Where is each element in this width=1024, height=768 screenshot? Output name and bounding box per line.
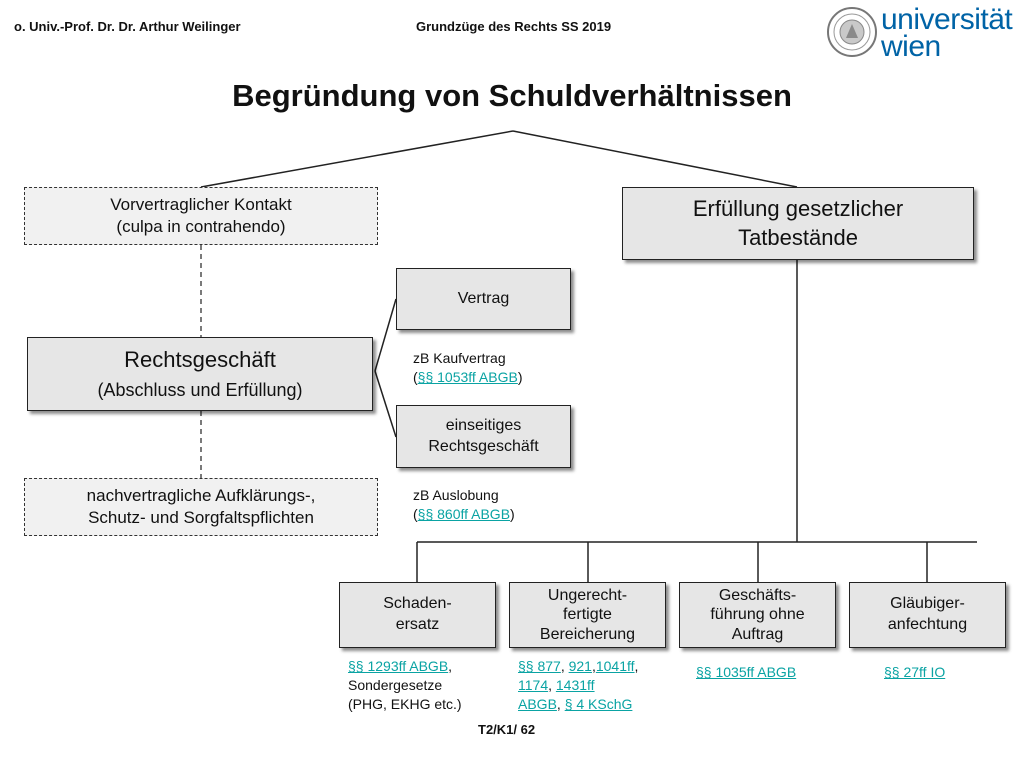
bereicherung-link-kschg[interactable]: § 4 KSchG (564, 696, 633, 712)
schadenersatz-phg: (PHG, EKHG etc.) (348, 696, 462, 712)
bereicherung-line-3: Bereicherung (539, 625, 636, 643)
gesetzlich-line-1: Erfüllung gesetzlicher (692, 195, 904, 221)
anfechtung-note: §§ 27ff IO (884, 663, 945, 682)
bereicherung-box: Ungerecht- fertigte Bereicherung (509, 582, 666, 648)
einseitig-note: zB Auslobung (§§ 860ff ABGB) (413, 487, 515, 522)
einseitig-line-2: Rechtsgeschäft (428, 437, 539, 455)
top-branch-right (512, 130, 798, 188)
einseitig-example: zB Auslobung (413, 487, 499, 503)
bereicherung-link-1174[interactable]: 1174 (518, 677, 549, 693)
vorvertraglich-line-1: Vorvertraglicher Kontakt (110, 194, 292, 214)
gesetzlich-box: Erfüllung gesetzlicher Tatbestände (622, 187, 974, 260)
schadenersatz-abgb-link[interactable]: §§ 1293ff ABGB (348, 658, 449, 674)
schadenersatz-sondergesetze: Sondergesetze (348, 677, 443, 693)
logo-line-2: wien (881, 30, 941, 63)
schadenersatz-line-2: ersatz (395, 616, 440, 633)
anfechtung-line-2: anfechtung (887, 616, 968, 633)
bereicherung-link-921[interactable]: 921 (568, 658, 592, 674)
schadenersatz-note: §§ 1293ff ABGB, Sondergesetze (PHG, EKHG… (348, 658, 462, 712)
gfoa-line-2: führung ohne (710, 606, 805, 624)
schadenersatz-box: Schaden- ersatz (339, 582, 496, 648)
gfoa-abgb-link[interactable]: §§ 1035ff ABGB (696, 664, 797, 680)
logo-line-1: universität (881, 3, 1013, 36)
gesetzlich-line-2: Tatbestände (738, 224, 858, 250)
page-number: T2/K1/ 62 (478, 722, 536, 737)
vertrag-label: Vertrag (457, 289, 510, 307)
university-seal-icon (827, 7, 877, 57)
top-branch-left (200, 130, 514, 188)
rechtsgeschaeft-box: Rechtsgeschäft (Abschluss und Erfüllung) (27, 337, 373, 411)
anfechtung-line-1: Gläubiger- (890, 595, 965, 613)
gfoa-line-1: Geschäfts- (718, 587, 797, 605)
gfoa-note: §§ 1035ff ABGB (696, 663, 796, 682)
einseitig-box: einseitiges Rechtsgeschäft (396, 405, 571, 468)
bereicherung-link-abgb[interactable]: ABGB (518, 696, 557, 712)
schadenersatz-line-1: Schaden- (383, 595, 452, 613)
vertrag-example: zB Kaufvertrag (413, 350, 506, 366)
anfechtung-box: Gläubiger- anfechtung (849, 582, 1006, 648)
vorvertraglich-box: Vorvertraglicher Kontakt (culpa in contr… (24, 187, 378, 245)
author-header: o. Univ.-Prof. Dr. Dr. Arthur Weilinger (14, 19, 241, 34)
gfoa-box: Geschäfts- führung ohne Auftrag (679, 582, 836, 648)
bracket-to-einseitig (374, 370, 397, 438)
einseitig-abgb-link[interactable]: §§ 860ff ABGB (417, 506, 511, 522)
bereicherung-link-1431[interactable]: 1431ff (555, 677, 595, 693)
gfoa-line-3: Auftrag (731, 625, 784, 643)
bereicherung-link-877[interactable]: §§ 877 (518, 658, 561, 674)
vorvertraglich-line-2: (culpa in contrahendo) (116, 217, 286, 236)
nachvertraglich-box: nachvertragliche Aufklärungs-, Schutz- u… (24, 478, 378, 536)
vertrag-note: zB Kaufvertrag (§§ 1053ff ABGB) (413, 350, 523, 385)
bereicherung-note: §§ 877, 921,1041ff, 1174, 1431ff ABGB, §… (518, 658, 639, 712)
bereicherung-link-1041[interactable]: 1041ff (595, 658, 635, 674)
nachvertraglich-line-1: nachvertragliche Aufklärungs-, (86, 485, 316, 505)
course-header: Grundzüge des Rechts SS 2019 (416, 19, 612, 34)
anfechtung-io-link[interactable]: §§ 27ff IO (884, 664, 946, 680)
bereicherung-line-2: fertigte (563, 606, 612, 624)
vertrag-abgb-link[interactable]: §§ 1053ff ABGB (417, 369, 518, 385)
rechtsgeschaeft-line-2: (Abschluss und Erfüllung) (97, 379, 303, 400)
vertrag-box: Vertrag (396, 268, 571, 330)
bereicherung-line-1: Ungerecht- (547, 587, 628, 605)
einseitig-line-1: einseitiges (445, 416, 522, 434)
rechtsgeschaeft-line-1: Rechtsgeschäft (124, 347, 276, 372)
page-title: Begründung von Schuldverhältnissen (232, 78, 792, 113)
nachvertraglich-line-2: Schutz- und Sorgfaltspflichten (88, 508, 314, 527)
bracket-to-vertrag (374, 298, 397, 372)
university-logo: universität wien (881, 3, 1013, 63)
